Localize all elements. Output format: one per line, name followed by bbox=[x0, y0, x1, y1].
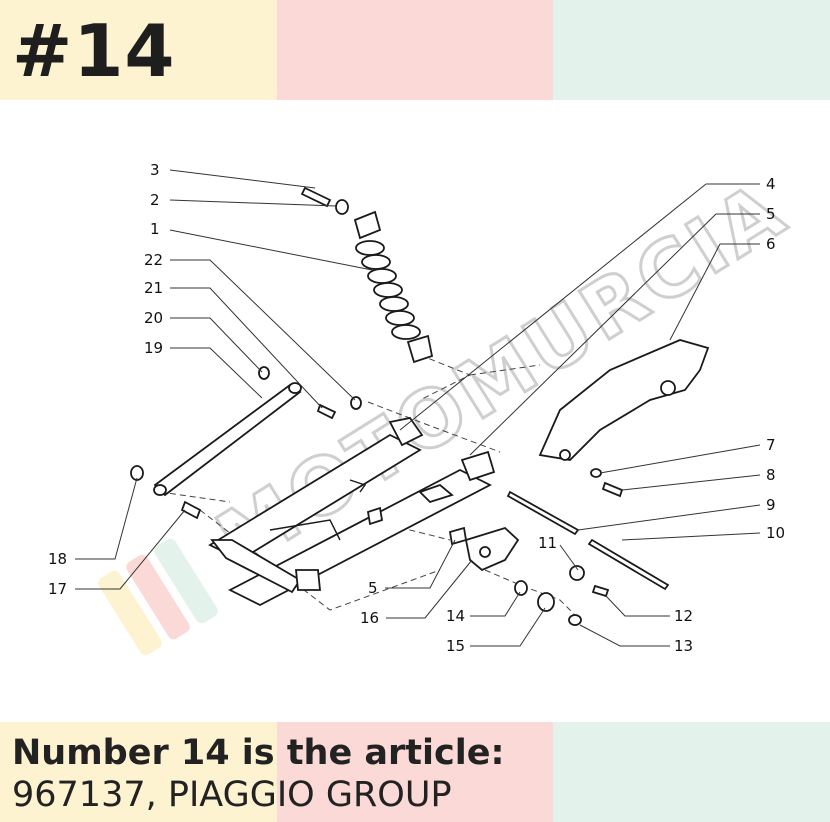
callout-label: 3 bbox=[150, 161, 160, 179]
callout-label: 11 bbox=[538, 534, 557, 552]
callout-label: 6 bbox=[766, 235, 776, 253]
caption-title: Number 14 is the article: bbox=[12, 733, 505, 773]
leader-lines bbox=[75, 169, 761, 647]
callout-label: 8 bbox=[766, 466, 776, 484]
callout-label: 12 bbox=[674, 607, 693, 625]
caption-band-yellow bbox=[0, 722, 277, 822]
watermark-logo: MOTOMURCIA bbox=[98, 163, 804, 656]
shock-absorber bbox=[300, 186, 434, 364]
callout-label: 1 bbox=[150, 220, 160, 238]
callout-label: 9 bbox=[766, 496, 776, 514]
callout-label: 14 bbox=[446, 607, 465, 625]
header-band-green bbox=[553, 0, 830, 100]
callout-label: 19 bbox=[144, 339, 163, 357]
exploded-parts-diagram: MOTOMURCIA bbox=[48, 161, 804, 656]
caption-band bbox=[0, 722, 830, 822]
callout-label: 10 bbox=[766, 524, 785, 542]
caption-band-green bbox=[553, 722, 830, 822]
header-band bbox=[0, 0, 830, 100]
page-title: #14 bbox=[12, 9, 176, 93]
callout-label: 18 bbox=[48, 550, 67, 568]
small-parts bbox=[130, 366, 670, 626]
swingarm bbox=[208, 417, 496, 607]
callout-label: 15 bbox=[446, 637, 465, 655]
callout-label: 17 bbox=[48, 580, 67, 598]
header-band-yellow bbox=[0, 0, 277, 100]
callout-label: 16 bbox=[360, 609, 379, 627]
callout-label: 22 bbox=[144, 251, 163, 269]
callout-label: 7 bbox=[766, 436, 776, 454]
caption-value: 967137, PIAGGIO GROUP bbox=[12, 775, 452, 815]
chain-guard bbox=[538, 339, 710, 461]
callout-label: 13 bbox=[674, 637, 693, 655]
callout-label: 5 bbox=[766, 205, 776, 223]
callout-label: 5 bbox=[368, 579, 378, 597]
callout-label: 21 bbox=[144, 279, 163, 297]
callout-label: 20 bbox=[144, 309, 163, 327]
callout-label: 4 bbox=[766, 175, 776, 193]
callout-label: 2 bbox=[150, 191, 160, 209]
caption-band-pink bbox=[277, 722, 553, 822]
callout-labels: 1 2 3 4 5 6 7 8 9 10 11 12 13 14 15 16 1… bbox=[48, 161, 785, 655]
header-band-pink bbox=[277, 0, 553, 100]
